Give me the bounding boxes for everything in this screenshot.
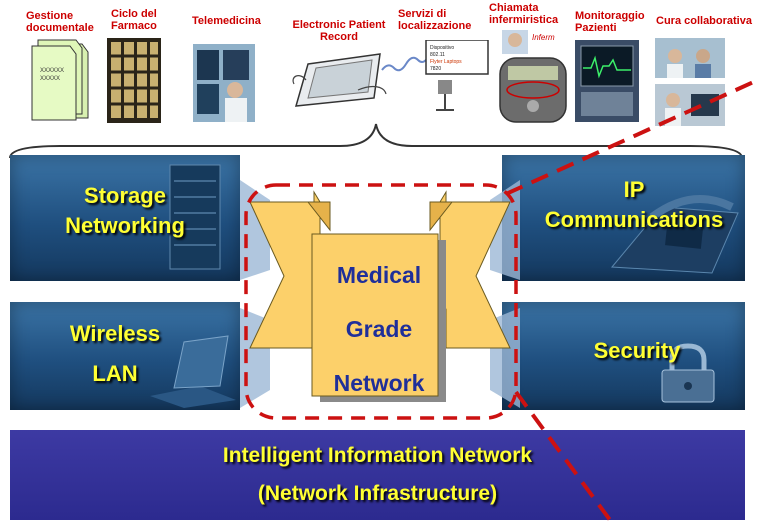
wireless-lan-label: Wireless LAN	[69, 321, 161, 386]
panel-security: Security	[502, 302, 745, 410]
ip-communications-label: IP Communications	[544, 177, 724, 232]
pager-text-4: 7820	[430, 66, 441, 72]
security-label: Security	[593, 338, 681, 363]
infrastructure-title: Intelligent Information Network	[222, 444, 533, 467]
badge-text: Inferm	[532, 33, 555, 42]
infrastructure-subtitle: (Network Infrastructure)	[257, 482, 498, 505]
patient-monitor-image	[575, 40, 639, 122]
telemedicine-image	[193, 44, 255, 122]
padlock-icon	[661, 343, 715, 403]
app-label-telemedicina: Telemedicina	[192, 15, 261, 27]
app-label-electronic-patient-record: Electronic Patient Record	[292, 19, 386, 43]
app-label-gestione-documentale: Gestione documentale	[26, 10, 94, 34]
pager-text-1: Dispositivo	[430, 45, 454, 51]
collaborative-care-image	[655, 38, 725, 126]
app-label-monitoraggio-pazienti: Monitoraggio Pazienti	[575, 10, 645, 34]
app-label-servizi-localizzazione: Servizi di localizzazione	[398, 8, 472, 32]
app-label-cura-collaborativa: Cura collaborativa	[656, 15, 752, 27]
app-label-ciclo-del-farmaco: Ciclo del Farmaco	[111, 8, 157, 32]
server-rack-image	[169, 164, 221, 270]
app-label-chiamata-infermiristica: Chiamata infermiristica	[489, 2, 559, 26]
medical-grade-network-scroll	[249, 190, 511, 402]
panel-storage-networking: Storage Networking	[10, 155, 240, 281]
doc-text-1: XXXXXX	[40, 68, 64, 74]
doc-text-2: XXXXX	[40, 76, 60, 82]
laptop-image	[150, 335, 236, 408]
storage-networking-label: Storage Networking	[65, 183, 185, 238]
ip-phone-image	[610, 195, 739, 274]
location-device-image: Dispositivo 802.11 Flyter Laptops 7820	[425, 40, 489, 111]
infrastructure-bar: Intelligent Information Network (Network…	[10, 430, 745, 520]
medical-grade-network-label: Medical Grade Network	[333, 262, 425, 396]
nurse-badge-image: Inferm	[499, 30, 567, 123]
tablet-pen-image	[292, 53, 387, 107]
curly-brace	[9, 123, 743, 159]
documents-icon: XXXXXX XXXXX	[31, 39, 89, 121]
pager-text-2: 802.11	[430, 52, 445, 58]
pager-text-3: Flyter Laptops	[430, 59, 462, 65]
panel-wireless-lan: Wireless LAN	[10, 302, 240, 410]
pharmacy-shelves-image	[107, 38, 161, 123]
